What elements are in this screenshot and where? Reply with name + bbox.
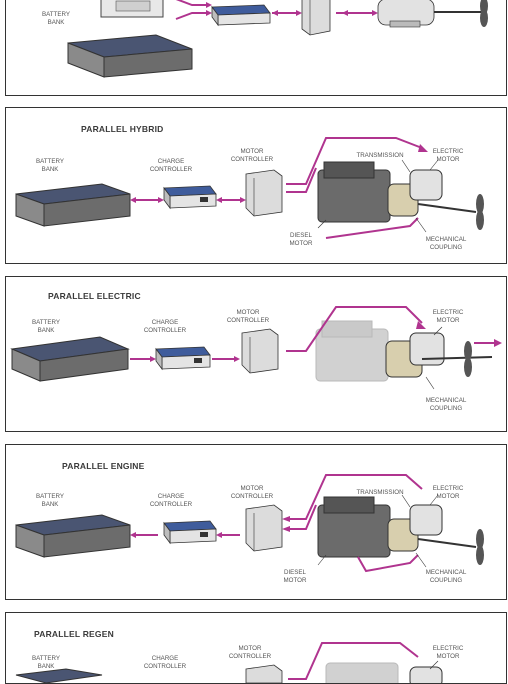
motor-controller-illustration — [301, 0, 331, 36]
battery-bank-illustration — [15, 514, 131, 558]
electric-motor-illustration — [385, 332, 493, 378]
electric-motor-illustration — [409, 666, 443, 683]
charge-controller-label: CHARGE CONTROLLER — [149, 493, 193, 508]
mechanical-coupling-label: MECHANICAL COUPLING — [425, 569, 467, 584]
charge-controller-illustration — [163, 520, 217, 545]
panel1-drawing — [15, 137, 484, 239]
electric-motor-illustration — [409, 504, 484, 565]
panel3-arrows — [134, 474, 423, 573]
panel1-leader-lines — [317, 159, 439, 233]
panel1-arrows — [134, 137, 423, 239]
diesel-motor-label: DIESEL MOTOR — [289, 232, 313, 247]
transmission-label: TRANSMISSION — [356, 152, 404, 159]
diesel-engine-illustration — [315, 320, 389, 382]
motor-controller-illustration — [245, 504, 283, 552]
battery-bank-illustration — [15, 183, 131, 227]
battery-label: BATTERY BANK — [32, 319, 60, 334]
panel0-drawing — [67, 0, 488, 78]
panel2-arrows — [130, 306, 496, 360]
motor-controller-illustration — [245, 169, 283, 217]
diesel-engine-illustration — [325, 662, 399, 683]
electric-motor-label: ELECTRIC MOTOR — [432, 148, 464, 163]
battery-bank-illustration — [15, 668, 103, 683]
charge-controller-label: CHARGE CONTROLLER — [143, 655, 187, 670]
panel-parallel-hybrid: PARALLEL HYBRID BATTERY BANK CHARGE CONT… — [5, 107, 507, 264]
electric-motor-illustration — [409, 169, 484, 230]
battery-bank-illustration — [67, 34, 193, 78]
diesel-engine-illustration — [317, 161, 419, 223]
diesel-motor-label: DIESEL MOTOR — [283, 569, 307, 584]
panel3-leader-lines — [317, 494, 439, 568]
panel-title: PARALLEL REGEN — [34, 629, 114, 639]
panel-parallel-electric: PARALLEL ELECTRIC BATTERY BANK CHARGE CO… — [5, 276, 507, 432]
transmission-label: TRANSMISSION — [356, 489, 404, 496]
battery-label: BATTERY BANK — [36, 158, 64, 173]
panel-title: PARALLEL HYBRID — [81, 124, 164, 134]
charge-controller-illustration — [155, 346, 211, 371]
motor-controller-label: MOTOR CONTROLLER — [226, 309, 270, 324]
charge-controller-illustration — [163, 185, 217, 210]
electric-motor-label: ELECTRIC MOTOR — [432, 309, 464, 324]
electric-motor-illustration — [377, 0, 488, 28]
panel-parallel-engine: PARALLEL ENGINE BATTERY BANK CHARGE CONT… — [5, 444, 507, 600]
panel-parallel-regen: PARALLEL REGEN BATTERY BANK CHARGE CONTR… — [5, 612, 507, 684]
motor-controller-illustration — [245, 664, 283, 683]
panel2-leader-lines — [425, 326, 443, 390]
charge-controller-label: CHARGE CONTROLLER — [143, 319, 187, 334]
mechanical-coupling-label: MECHANICAL COUPLING — [425, 397, 467, 412]
panel0-arrows — [175, 0, 372, 20]
panel2-drawing — [10, 306, 502, 390]
charge-controller-illustration — [211, 4, 271, 27]
battery-label: BATTERY BANK — [36, 493, 64, 508]
motor-controller-label: MOTOR CONTROLLER — [230, 148, 274, 163]
panel3-drawing — [15, 474, 484, 573]
diesel-engine-illustration — [317, 496, 419, 558]
mechanical-coupling-label: MECHANICAL COUPLING — [425, 236, 467, 251]
generator-illustration — [100, 0, 164, 18]
panel-title: PARALLEL ENGINE — [62, 461, 145, 471]
battery-bank-illustration — [10, 336, 130, 382]
electric-motor-label: ELECTRIC MOTOR — [432, 485, 464, 500]
panel-series-top: BATTERY BANK — [5, 0, 507, 96]
battery-label: BATTERY BANK — [32, 655, 60, 670]
motor-controller-label: MOTOR CONTROLLER — [230, 485, 274, 500]
motor-controller-label: MOTOR CONTROLLER — [228, 645, 272, 660]
motor-controller-illustration — [241, 328, 279, 374]
panel-title: PARALLEL ELECTRIC — [48, 291, 141, 301]
charge-controller-label: CHARGE CONTROLLER — [149, 158, 193, 173]
battery-label: BATTERY BANK — [42, 11, 70, 26]
electric-motor-label: ELECTRIC MOTOR — [432, 645, 464, 660]
